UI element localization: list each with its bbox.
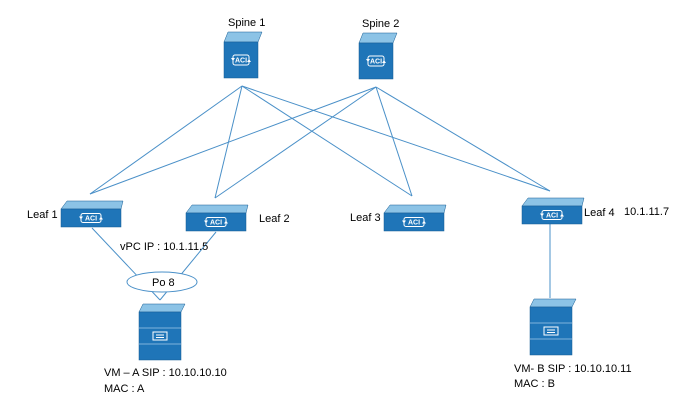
aci-icon: ACI [231,54,251,66]
server-icon [152,331,168,341]
vm-a-mac-label: MAC : A [104,383,145,395]
port-channel-ellipse [126,271,198,293]
vm-a-sip-label: VM – A SIP : 10.10.10.10 [104,367,227,379]
aci-icon-text: ACI [235,58,247,65]
aci-icon-text: ACI [370,59,382,66]
server-icon [543,326,559,336]
spine1-label: Spine 1 [228,17,265,29]
leaf1-label: Leaf 1 [27,209,58,221]
aci-icon: ACI [402,217,426,227]
spine1-switch: ACI [223,31,263,79]
spine1-to-leaf4-link [241,85,551,192]
devices-layer: ACI ACI ACI ACI ACI ACI [60,31,585,361]
aci-icon-text: ACI [546,213,558,220]
spine1-to-leaf1-link [89,85,243,195]
leaf3-switch: ACI [383,204,447,232]
leaf4-label: Leaf 4 [584,207,615,219]
spine2-label: Spine 2 [362,18,399,30]
aci-icon-text: ACI [85,216,97,223]
spine2-to-leaf4-link [375,86,551,192]
aci-icon: ACI [204,217,228,227]
aci-icon-text: ACI [408,220,420,227]
spine2-switch: ACI [358,32,398,80]
vm-a-server [138,303,186,361]
vpc-ip-label: vPC IP : 10.1.11.5 [120,241,208,253]
spine1-to-leaf3-link [241,85,413,197]
spine2-to-leaf1-link [89,86,377,195]
port-channel-label: Po 8 [152,277,175,289]
aci-icon-text: ACI [210,220,222,227]
links-layer [89,85,551,301]
vm-b-mac-label: MAC : B [514,378,555,390]
spine2-to-leaf2-link [214,86,377,199]
leaf2-switch: ACI [185,204,249,232]
aci-icon: ACI [79,213,103,223]
vm-b-server [529,298,577,356]
aci-icon: ACI [540,210,564,220]
leaf2-label: Leaf 2 [259,213,290,225]
leaf4-ip-label: 10.1.11.7 [624,206,669,218]
vm-b-sip-label: VM- B SIP : 10.10.10.11 [514,363,632,375]
leaf4-switch: ACI [521,197,585,225]
leaf3-label: Leaf 3 [350,212,381,224]
leaf1-switch: ACI [60,200,124,228]
spine2-to-leaf3-link [375,86,413,197]
aci-icon: ACI [366,55,386,67]
